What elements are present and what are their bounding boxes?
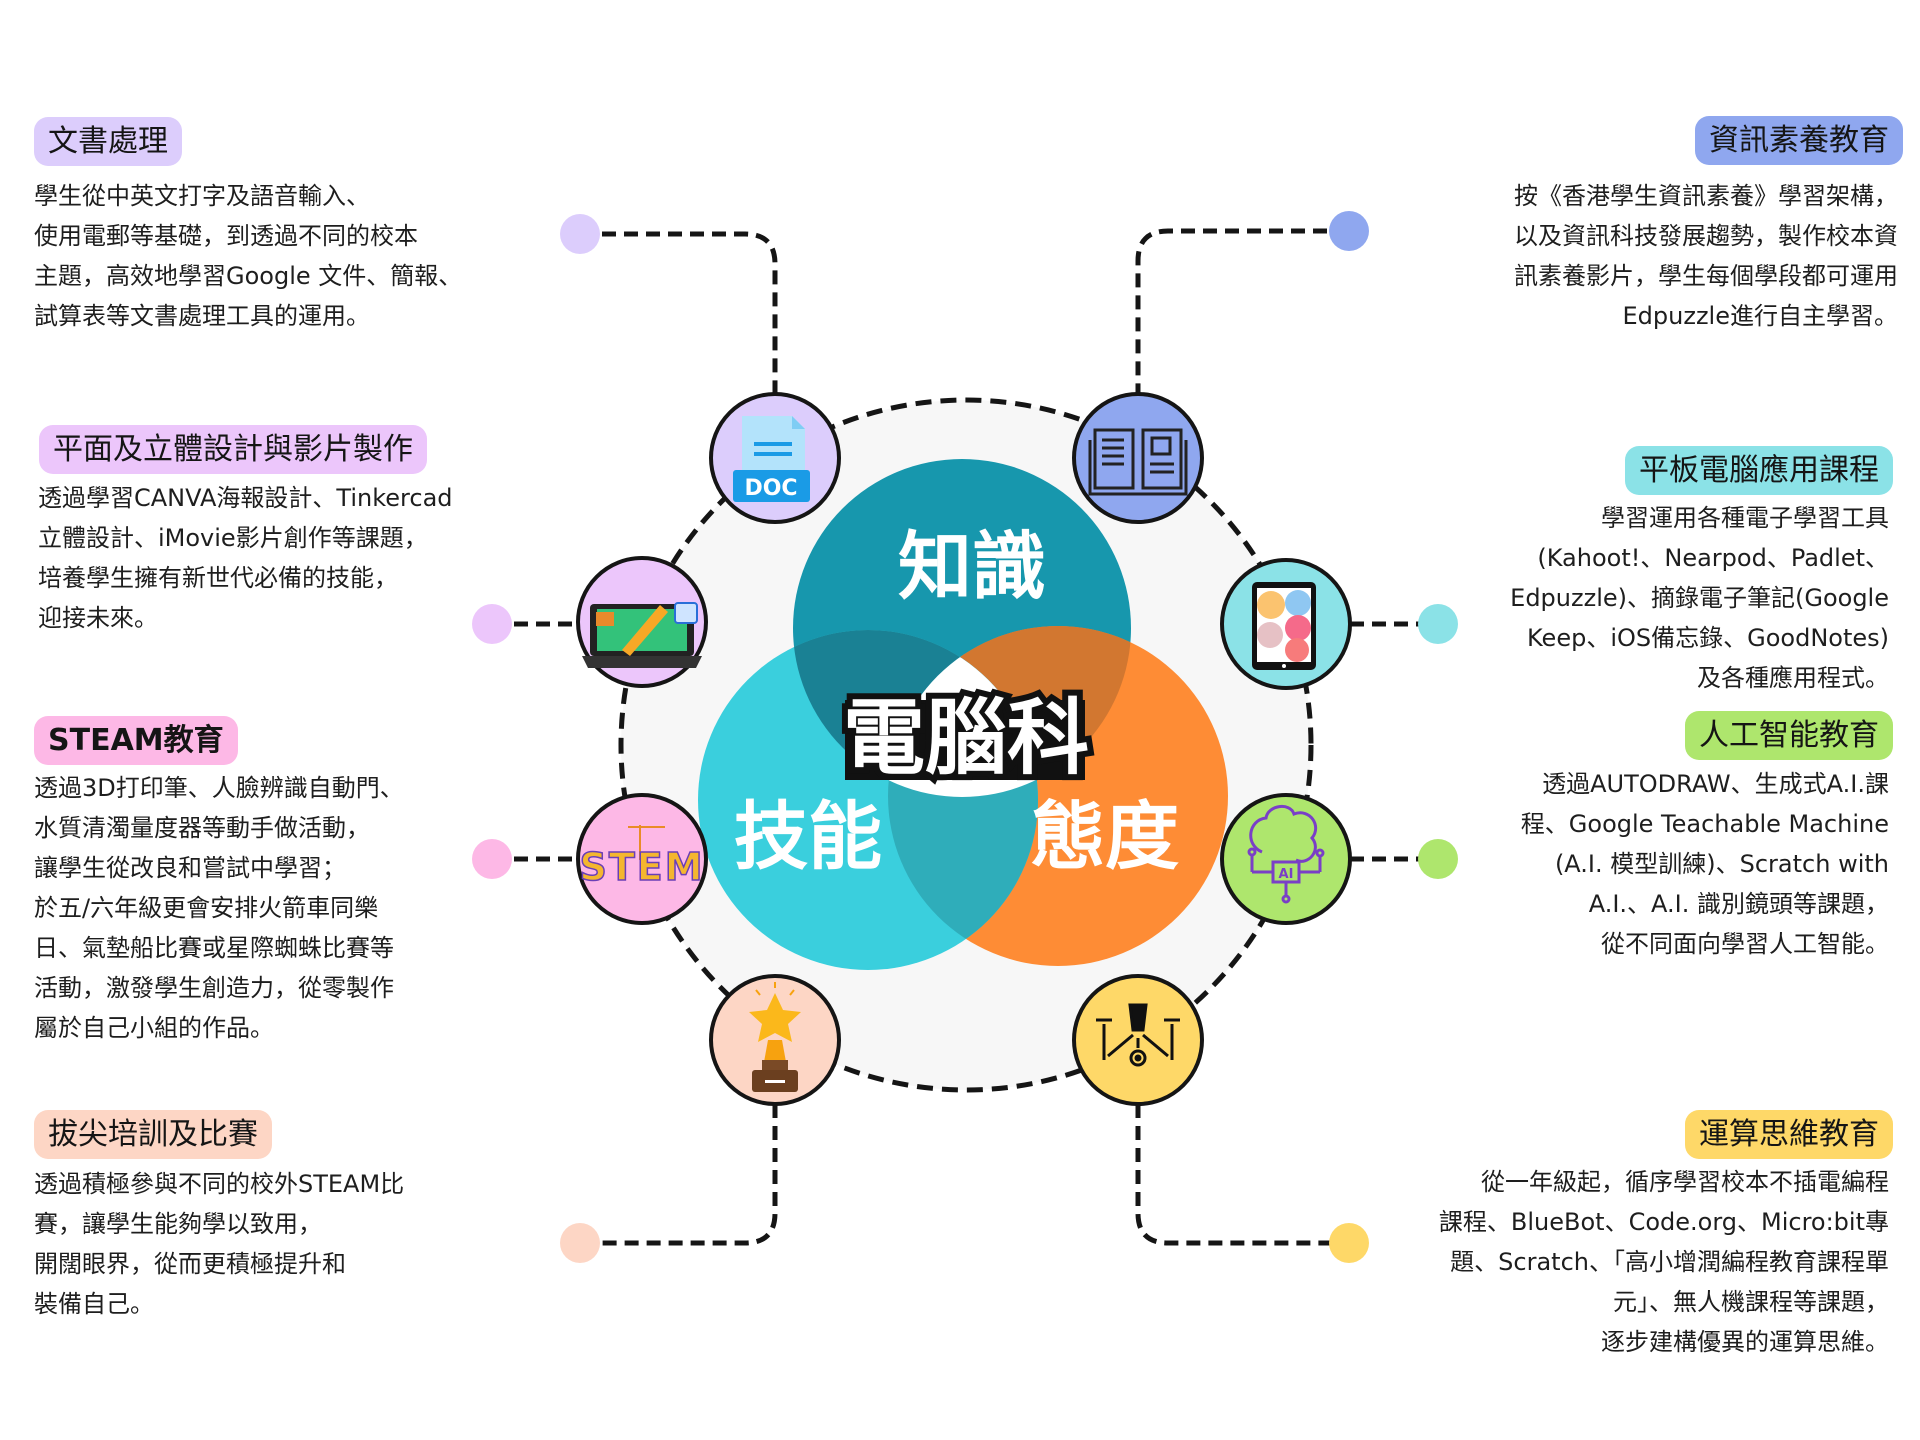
text-line: 從不同面向學習人工智能。: [1601, 930, 1889, 958]
dot-tablet: [1418, 604, 1458, 644]
text-line: 使用電郵等基礎，到透過不同的校本: [34, 222, 418, 250]
tag-design-video: 平面及立體設計與影片製作: [39, 425, 427, 474]
ai-brain-icon: AI: [1247, 805, 1325, 904]
text-word-processing: 學生從中英文打字及語音輸入、使用電郵等基礎，到透過不同的校本主題，高效地學習Go…: [34, 176, 462, 336]
venn-label-attitude: 態度: [1031, 794, 1179, 880]
text-line: 活動，激發學生創造力，從零製作: [34, 974, 394, 1002]
text-line: (Kahoot!、Nearpod、Padlet、: [1537, 544, 1889, 572]
connector-trophy: [580, 1104, 778, 1246]
icon-circle-stem: [576, 793, 708, 925]
text-competition: 透過積極參與不同的校外STEAM比賽，讓學生能夠學以致用， 開闊眼界，從而更積極提…: [34, 1164, 404, 1324]
dot-competition: [560, 1223, 600, 1263]
text-line: 課程、BlueBot、Code.org、Micro:bit專: [1438, 1208, 1889, 1236]
text-line: 迎接未來。: [38, 604, 158, 632]
ai-label: AI: [1279, 867, 1294, 882]
text-line: 以及資訊科技發展趨勢，製作校本資: [1514, 222, 1898, 250]
icon-circle-book: [1072, 392, 1204, 524]
connector-doc: [580, 231, 778, 394]
text-line: 水質清濁量度器等動手做活動，: [34, 814, 370, 842]
text-line: Edpuzzle)、摘錄電子筆記(Google: [1510, 584, 1889, 612]
text-line: 逐步建構優異的運算思維。: [1601, 1328, 1889, 1356]
text-line: 日、氣墊船比賽或星際蜘蛛比賽等: [34, 934, 394, 962]
text-computational-thinking: 從一年級起，循序學習校本不插電編程課程、BlueBot、Code.org、Mic…: [1439, 1162, 1889, 1362]
tablet-icon: [1252, 582, 1316, 670]
text-line: 開闊眼界，從而更積極提升和: [34, 1250, 346, 1278]
text-info-literacy: 按《香港學生資訊素養》學習架構， 以及資訊科技發展趨勢，製作校本資訊素養影片，學生…: [1514, 176, 1898, 336]
text-line: 透過3D打印筆、人臉辨識自動門、: [34, 774, 404, 802]
tag-tablet: 平板電腦應用課程: [1625, 446, 1893, 495]
doc-file-icon: DOC: [733, 416, 810, 502]
dot-word-processing: [560, 214, 600, 254]
dot-design: [472, 604, 512, 644]
text-line: 按《香港學生資訊素養》學習架構，: [1514, 182, 1898, 210]
center-title: 電腦科: [843, 691, 1089, 786]
text-line: 透過AUTODRAW、生成式A.I.課: [1542, 770, 1889, 798]
text-line: Edpuzzle進行自主學習。: [1622, 302, 1898, 330]
tag-word-processing: 文書處理: [34, 117, 182, 166]
text-line: 試算表等文書處理工具的運用。: [34, 302, 370, 330]
text-line: 訊素養影片，學生每個學段都可運用: [1514, 262, 1898, 290]
connectors: [492, 228, 1438, 1246]
dot-ai: [1418, 839, 1458, 879]
laptop-design-icon: [582, 602, 702, 668]
dot-computational: [1329, 1223, 1369, 1263]
stem-letters-icon: STEM: [579, 825, 704, 890]
stem-label: STEM: [579, 845, 704, 889]
text-line: 學生從中英文打字及語音輸入、: [34, 182, 370, 210]
text-line: 及各種應用程式。: [1697, 664, 1889, 692]
connector-drone: [1135, 1104, 1349, 1246]
text-line: 於五/六年級更會安排火箭車同樂: [34, 894, 379, 922]
text-line: 賽，讓學生能夠學以致用，: [34, 1210, 322, 1238]
text-line: 主題，高效地學習Google 文件、簡報、: [34, 262, 463, 290]
tag-computational-thinking: 運算思維教育: [1685, 1110, 1893, 1159]
dot-info-literacy: [1329, 211, 1369, 251]
trophy-icon: [749, 982, 801, 1092]
venn-label-skills: 技能: [734, 794, 882, 880]
venn-diagram: 知識 技能 態度 電腦科: [698, 459, 1228, 970]
dot-steam: [472, 839, 512, 879]
text-line: 題、Scratch、「高小增潤編程教育課程單: [1450, 1248, 1889, 1276]
tag-competition: 拔尖培訓及比賽: [34, 1110, 272, 1159]
drone-icon: [1096, 1003, 1180, 1067]
text-line: 讓學生從改良和嘗試中學習；: [34, 854, 346, 882]
text-ai: 透過AUTODRAW、生成式A.I.課程、Google Teachable Ma…: [1521, 764, 1889, 964]
text-line: 培養學生擁有新世代必備的技能，: [38, 564, 398, 592]
text-tablet: 學習運用各種電子學習工具 (Kahoot!、Nearpod、Padlet、 Edpu…: [1510, 498, 1889, 698]
text-line: 裝備自己。: [34, 1290, 154, 1318]
text-design-video: 透過學習CANVA海報設計、Tinkercad 立體設計、iMovie影片創作等課…: [38, 478, 453, 638]
text-line: 透過學習CANVA海報設計、Tinkercad: [38, 484, 453, 512]
text-line: A.I.、A.I. 識別鏡頭等課題，: [1588, 890, 1889, 918]
text-line: Keep、iOS備忘錄、GoodNotes): [1527, 624, 1889, 652]
text-line: 元」、無人機課程等課題，: [1613, 1288, 1889, 1316]
text-line: (A.I. 模型訓練)、Scratch with: [1554, 850, 1889, 878]
doc-label: DOC: [744, 476, 797, 501]
open-book-icon: [1088, 428, 1188, 496]
text-line: 學習運用各種電子學習工具: [1601, 504, 1889, 532]
title-backdrop: [845, 700, 1085, 780]
text-line: 立體設計、iMovie影片創作等課題，: [38, 524, 428, 552]
tag-info-literacy: 資訊素養教育: [1695, 116, 1903, 165]
text-line: 透過積極參與不同的校外STEAM比: [34, 1170, 405, 1198]
connector-book: [1135, 228, 1349, 394]
text-steam: 透過3D打印筆、人臉辨識自動門、水質清濁量度器等動手做活動， 讓學生從改良和嘗試中…: [34, 768, 404, 1048]
tag-ai: 人工智能教育: [1685, 711, 1893, 760]
tag-steam: STEAM教育: [34, 716, 238, 765]
text-line: 程、Google Teachable Machine: [1520, 810, 1889, 838]
text-line: 從一年級起，循序學習校本不插電編程: [1481, 1168, 1889, 1196]
text-line: 屬於自己小組的作品。: [34, 1014, 274, 1042]
icon-circle-ai: [1220, 793, 1352, 925]
venn-label-knowledge: 知識: [898, 524, 1046, 610]
